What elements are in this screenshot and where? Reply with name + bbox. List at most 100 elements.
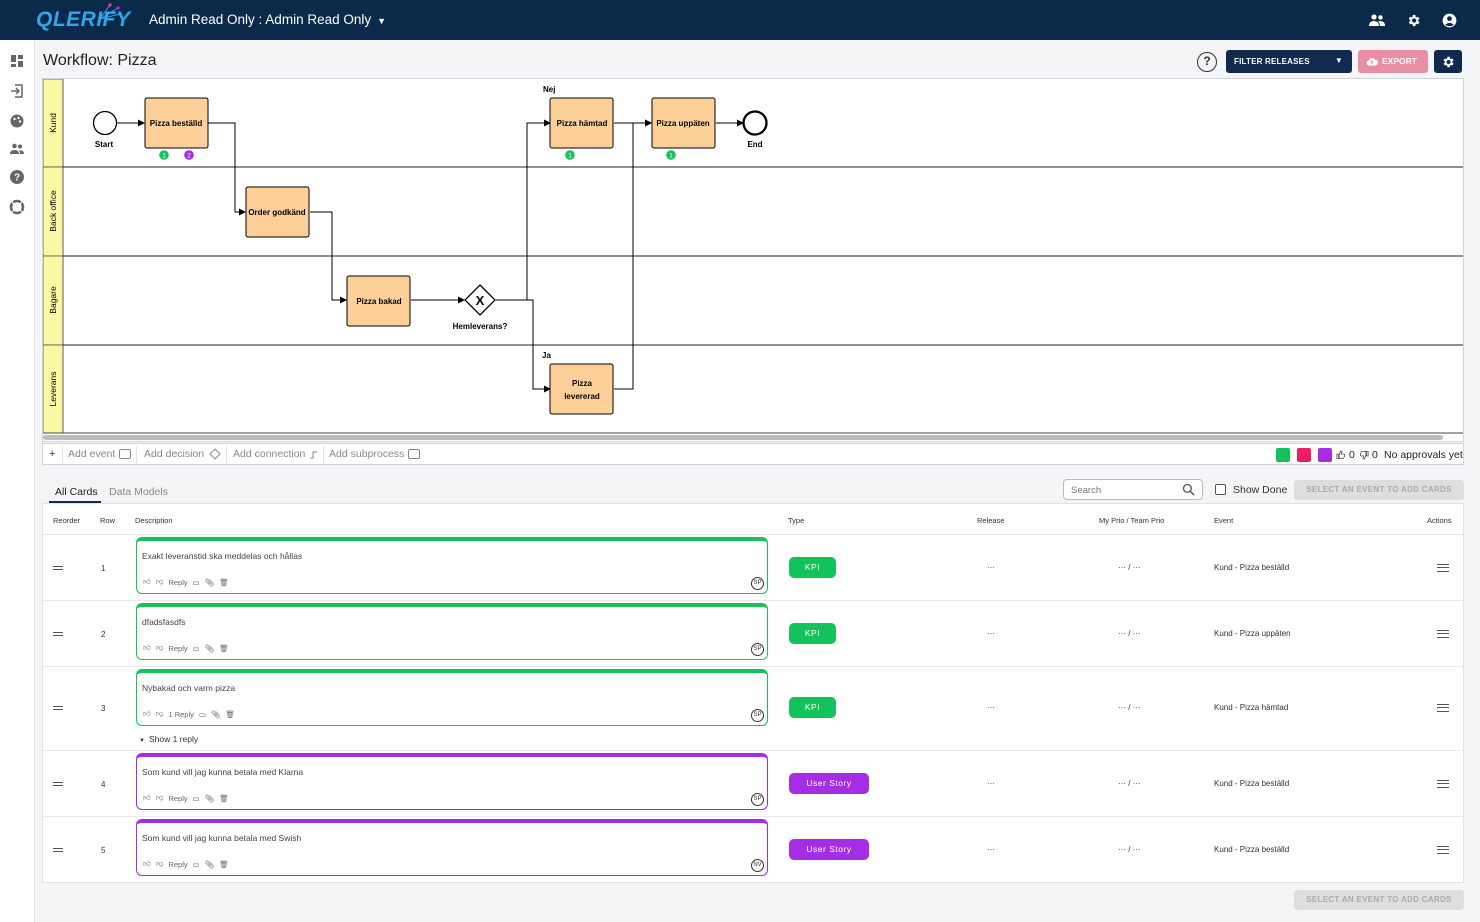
like-icon[interactable]: 👍︎ (143, 793, 151, 803)
drag-handle-icon[interactable] (53, 566, 63, 570)
release-value[interactable]: ··· (987, 845, 995, 854)
filter-green-swatch[interactable] (1276, 448, 1290, 462)
start-event[interactable] (94, 112, 117, 135)
delete-icon[interactable]: 🗑︎ (219, 578, 229, 587)
release-value[interactable]: ··· (987, 563, 995, 572)
workflow-diagram[interactable]: Kund Back office Bagare Leverans Start E… (42, 78, 1464, 442)
type-pill[interactable]: User Story (789, 773, 869, 794)
comment-icon[interactable]: ▭ (193, 860, 200, 869)
filter-pink-swatch[interactable] (1297, 448, 1311, 462)
account-icon[interactable] (1438, 10, 1460, 30)
tab-data-models[interactable]: Data Models (109, 486, 168, 498)
dislike-icon[interactable]: 👎︎ (156, 643, 164, 653)
comment-icon[interactable]: ▭ (193, 578, 200, 587)
badge-count: 2 (187, 153, 191, 160)
reply-button[interactable]: Reply (168, 860, 187, 869)
reply-button[interactable]: Reply (168, 644, 187, 653)
attachment-icon[interactable]: 📎︎ (205, 794, 215, 803)
add-connection-button[interactable]: Add connection (233, 448, 318, 460)
drag-handle-icon[interactable] (53, 706, 63, 710)
card[interactable]: Som kund vill jag kunna betala med Klarn… (136, 753, 768, 810)
add-lane-button[interactable]: + (49, 448, 55, 460)
like-icon[interactable]: 👍︎ (143, 709, 151, 719)
export-button[interactable]: EXPORT (1358, 50, 1428, 73)
thumb-down-icon[interactable] (1360, 451, 1369, 460)
attachment-icon[interactable]: 📎︎ (211, 710, 221, 719)
dashboard-icon[interactable] (9, 53, 25, 69)
add-cards-button-bottom[interactable]: SELECT AN EVENT TO ADD CARDS (1294, 890, 1464, 910)
workspace-label: Admin Read Only : Admin Read Only (149, 12, 371, 27)
lifebuoy-icon[interactable] (9, 199, 25, 215)
type-pill[interactable]: User Story (789, 839, 869, 860)
badge-count: 1 (162, 153, 166, 160)
comment-icon[interactable]: ▭ (193, 794, 200, 803)
prio-value[interactable]: ··· / ··· (1118, 779, 1141, 788)
diagram-scrollbar[interactable] (43, 435, 1443, 440)
palette-icon[interactable] (9, 113, 25, 129)
people-icon[interactable] (9, 141, 25, 157)
card[interactable]: dfadsfasdfs 👍︎ 👎︎ Reply ▭ 📎︎ 🗑︎ SP (136, 603, 768, 660)
menu-icon[interactable] (1437, 846, 1449, 854)
login-icon[interactable] (9, 83, 25, 99)
dislike-icon[interactable]: 👎︎ (156, 859, 164, 869)
prio-value[interactable]: ··· / ··· (1118, 563, 1141, 572)
menu-icon[interactable] (1437, 630, 1449, 638)
like-icon[interactable]: 👍︎ (143, 577, 151, 587)
team-icon[interactable] (1366, 10, 1388, 30)
delete-icon[interactable]: 🗑︎ (219, 644, 229, 653)
filter-purple-swatch[interactable] (1318, 448, 1332, 462)
comment-icon[interactable]: ▭ (193, 644, 200, 653)
reply-button[interactable]: 1 Reply (168, 710, 193, 719)
delete-icon[interactable]: 🗑︎ (219, 860, 229, 869)
show-replies-toggle[interactable]: ▼Show 1 reply (139, 734, 198, 744)
card[interactable]: Exakt leveranstid ska meddelas och hålla… (136, 537, 768, 594)
menu-icon[interactable] (1437, 780, 1449, 788)
type-pill[interactable]: KPI (789, 557, 836, 578)
thumb-up-icon[interactable] (1336, 450, 1345, 459)
type-pill[interactable]: KPI (789, 697, 836, 718)
comment-icon[interactable]: ▭ (199, 710, 206, 719)
add-subprocess-button[interactable]: Add subprocess (329, 448, 420, 460)
card[interactable]: Som kund vill jag kunna betala med Swish… (136, 819, 768, 876)
reply-button[interactable]: Reply (168, 794, 187, 803)
help-button[interactable]: ? (1197, 52, 1217, 72)
delete-icon[interactable]: 🗑︎ (226, 710, 236, 719)
task-pizza-levererad[interactable] (550, 364, 613, 414)
prio-value[interactable]: ··· / ··· (1118, 703, 1141, 712)
prio-value[interactable]: ··· / ··· (1118, 629, 1141, 638)
menu-icon[interactable] (1437, 704, 1449, 712)
filter-releases-button[interactable]: FILTER RELEASES ▼ (1226, 50, 1352, 73)
add-cards-button-top[interactable]: SELECT AN EVENT TO ADD CARDS (1294, 480, 1464, 500)
diagram-settings-button[interactable] (1434, 50, 1462, 73)
attachment-icon[interactable]: 📎︎ (205, 860, 215, 869)
workspace-selector[interactable]: Admin Read Only : Admin Read Only▼ (149, 12, 386, 27)
drag-handle-icon[interactable] (53, 632, 63, 636)
like-icon[interactable]: 👍︎ (143, 643, 151, 653)
tab-all-cards[interactable]: All Cards (55, 486, 98, 498)
reply-button[interactable]: Reply (168, 578, 187, 587)
release-value[interactable]: ··· (987, 629, 995, 638)
menu-icon[interactable] (1437, 564, 1449, 572)
end-event[interactable] (744, 112, 767, 135)
release-value[interactable]: ··· (987, 779, 995, 788)
dislike-icon[interactable]: 👎︎ (156, 577, 164, 587)
prio-value[interactable]: ··· / ··· (1118, 845, 1141, 854)
attachment-icon[interactable]: 📎︎ (205, 578, 215, 587)
search-input[interactable]: Search (1063, 479, 1203, 500)
gear-icon (1441, 55, 1455, 69)
add-event-button[interactable]: Add event (68, 448, 131, 460)
like-icon[interactable]: 👍︎ (143, 859, 151, 869)
dislike-icon[interactable]: 👎︎ (156, 709, 164, 719)
drag-handle-icon[interactable] (53, 848, 63, 852)
gear-icon[interactable] (1402, 10, 1424, 30)
card[interactable]: Nybakad och varm pizza 👍︎ 👎︎ 1 Reply ▭ 📎… (136, 669, 768, 726)
release-value[interactable]: ··· (987, 703, 995, 712)
dislike-icon[interactable]: 👎︎ (156, 793, 164, 803)
show-done-checkbox[interactable] (1215, 484, 1226, 495)
delete-icon[interactable]: 🗑︎ (219, 794, 229, 803)
add-decision-button[interactable]: Add decision (144, 448, 219, 460)
help-icon[interactable]: ? (9, 169, 25, 185)
attachment-icon[interactable]: 📎︎ (205, 644, 215, 653)
type-pill[interactable]: KPI (789, 623, 836, 644)
drag-handle-icon[interactable] (53, 782, 63, 786)
